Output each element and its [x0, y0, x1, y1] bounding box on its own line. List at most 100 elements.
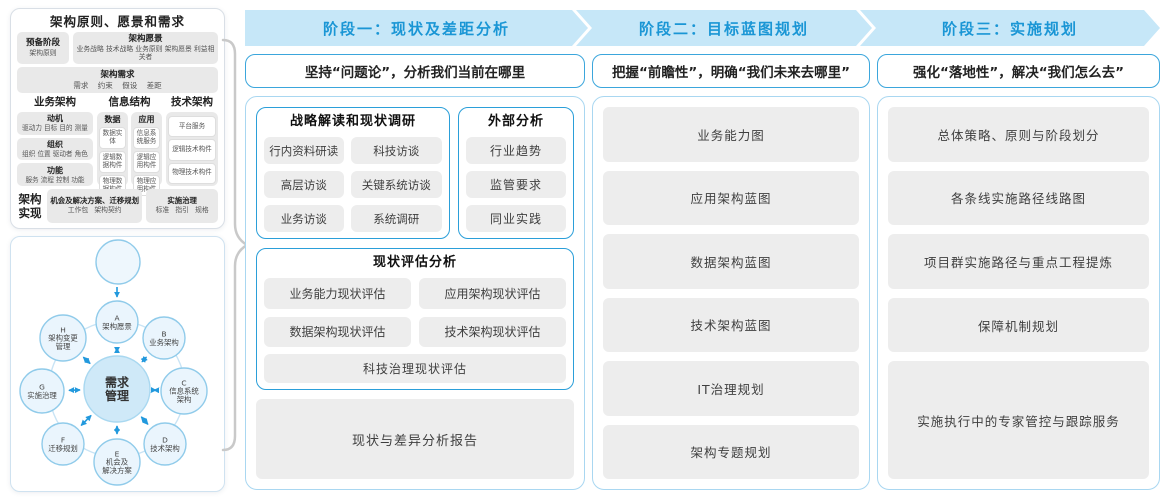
phase3-subtitle: 强化“落地性”，解决“我们怎么去”	[913, 65, 1124, 81]
implementation-deliverable-chip: 项目群实施路径与重点工程提炼	[888, 234, 1149, 289]
organization-box: 组织 组织 位置 驱动者 角色	[17, 137, 93, 161]
data-artifact-chip: 逻辑数据构件	[99, 150, 126, 173]
technology-artifact-chip: 物理技术构件	[168, 162, 216, 184]
research-method-chip: 关键系统访谈	[350, 171, 442, 198]
phase2-banner-title: 阶段二：目标蓝图规划	[638, 19, 809, 38]
research-method-chip: 科技访谈	[350, 137, 442, 164]
data-group-title: 数据	[104, 115, 121, 124]
prep-vision-row: 预备阶段 架构原则 架构愿景 业务战略 技术战略 业务原则 架构愿景 利益相关者	[17, 32, 218, 64]
technology-group: 平台服务逻辑技术构件物理技术构件	[166, 112, 218, 186]
information-subcolumns: 数据 数据实体逻辑数据构件物理数据构件 应用 信息系统服务逻辑应用构件物理应用构…	[97, 112, 162, 197]
motivation-sub: 驱动力 目标 目的 测量	[22, 124, 88, 133]
architecture-realization-row: 架构实现 机会及解决方案、迁移规划 工作包 架构契约 实施治理 标准 指引 规格	[17, 189, 218, 223]
evaluation-chip: 技术架构现状评估	[419, 316, 566, 347]
technology-artifact-chip: 逻辑技术构件	[168, 139, 216, 161]
information-structure-column: 信息结构 数据 数据实体逻辑数据构件物理数据构件 应用 信息系统服务逻辑应用构件…	[97, 96, 162, 197]
application-artifact-chip: 信息系统服务	[133, 127, 160, 149]
opportunity-title: 机会及解决方案、迁移规划	[50, 196, 140, 206]
architecture-framework-panel: 架构原则、愿景和需求 预备阶段 架构原则 架构愿景 业务战略 技术战略 业务原则…	[10, 8, 225, 229]
data-artifact-chip: 数据实体	[99, 127, 126, 149]
phase3-banner-title: 阶段三：实施规划	[941, 19, 1078, 38]
adm-node-center: 需求管理	[83, 355, 151, 423]
business-architecture-column: 业务架构 动机 驱动力 目标 目的 测量 组织 组织 位置 驱动者 角色 功能 …	[17, 96, 93, 187]
evaluation-title: 现状评估分析	[372, 255, 457, 270]
requirements-sub: 需求 约束 假设 差距	[73, 80, 162, 90]
application-artifact-chip: 逻辑应用构件	[133, 150, 160, 173]
evaluation-chip: 业务能力现状评估	[264, 278, 411, 309]
phase1-banner-title: 阶段一：现状及差距分析	[322, 19, 510, 38]
evaluation-chip: 应用架构现状评估	[419, 278, 566, 309]
requirements-title: 架构需求	[100, 70, 135, 80]
organization-sub: 组织 位置 驱动者 角色	[22, 149, 88, 158]
governance-sub: 标准 指引 规格	[155, 206, 209, 215]
blueprint-deliverable-chip: 数据架构蓝图	[603, 234, 859, 289]
data-group: 数据 数据实体逻辑数据构件物理数据构件	[97, 112, 128, 197]
implementation-deliverable-chip: 保障机制规划	[888, 297, 1149, 353]
organization-title: 组织	[47, 139, 63, 149]
application-group-items: 信息系统服务逻辑应用构件物理应用构件	[133, 125, 160, 197]
application-group-title: 应用	[138, 115, 155, 124]
research-method-chip: 高层访谈	[264, 171, 344, 198]
research-method-chip: 业务访谈	[264, 205, 344, 232]
phase1-subtitle-box: 坚持“问题论”，分析我们当前在哪里	[245, 54, 585, 88]
adm-cycle-panel: 预备阶段A架构愿景B业务架构C信息系统架构D技术架构E机会及解决方案F迁移规划G…	[10, 236, 225, 492]
prep-stage-sub: 架构原则	[29, 49, 57, 58]
implementation-deliverable-chip: 总体策略、原则与阶段划分	[888, 107, 1149, 162]
adm-cycle-diagram: 预备阶段A架构愿景B业务架构C信息系统架构D技术架构E机会及解决方案F迁移规划G…	[19, 239, 208, 486]
blueprint-deliverable-chip: 业务能力图	[603, 107, 859, 162]
function-sub: 服务 流程 控制 功能	[25, 175, 85, 184]
vision-sub: 业务战略 技术战略 业务原则 架构愿景 利益相关者	[76, 44, 215, 62]
svg-text:需求管理: 需求管理	[105, 375, 130, 404]
external-analysis-title: 外部分析	[487, 114, 544, 129]
evaluation-chip: 数据架构现状评估	[264, 316, 411, 347]
phase3-content-panel: 总体策略、原则与阶段划分各条线实施路径线路图项目群实施路径与重点工程提炼保障机制…	[877, 96, 1160, 490]
blueprint-deliverable-chip: IT治理规划	[603, 361, 859, 416]
motivation-box: 动机 驱动力 目标 目的 测量	[17, 112, 93, 135]
architecture-vision-box: 架构愿景 业务战略 技术战略 业务原则 架构愿景 利益相关者	[73, 32, 218, 64]
business-architecture-title: 业务架构	[34, 96, 76, 108]
phase1-content-panel: 战略解读和现状调研 行内资料研读科技访谈高层访谈关键系统访谈业务访谈系统调研 外…	[245, 96, 585, 490]
technology-architecture-title: 技术架构	[171, 96, 213, 108]
current-state-evaluation-box: 现状评估分析 业务能力现状评估应用架构现状评估数据架构现状评估技术架构现状评估 …	[256, 248, 574, 390]
phase2-subtitle-box: 把握“前瞻性”，明确“我们未来去哪里”	[592, 54, 870, 88]
technology-artifact-chip: 平台服务	[168, 116, 216, 138]
phase2-subtitle: 把握“前瞻性”，明确“我们未来去哪里”	[612, 65, 850, 81]
motivation-title: 动机	[47, 114, 63, 124]
realization-label: 架构实现	[18, 191, 42, 220]
gap-analysis-report-chip: 现状与差异分析报告	[256, 399, 574, 479]
architecture-columns: 业务架构 动机 驱动力 目标 目的 测量 组织 组织 位置 驱动者 角色 功能 …	[17, 96, 218, 197]
function-title: 功能	[47, 165, 63, 175]
external-analysis-chip: 同业实践	[466, 205, 566, 232]
external-analysis-box: 外部分析 行业趋势监管要求同业实践	[458, 107, 574, 239]
phase3-banner: 阶段三：实施规划	[860, 10, 1160, 46]
blueprint-deliverable-chip: 应用架构蓝图	[603, 170, 859, 225]
phase1-banner: 阶段一：现状及差距分析	[245, 10, 588, 46]
strategic-research-box: 战略解读和现状调研 行内资料研读科技访谈高层访谈关键系统访谈业务访谈系统调研	[256, 107, 450, 239]
phase1-subtitle: 坚持“问题论”，分析我们当前在哪里	[304, 65, 526, 81]
blueprint-deliverable-chip: 技术架构蓝图	[603, 297, 859, 352]
information-structure-title: 信息结构	[108, 96, 151, 108]
architecture-requirements-box: 架构需求 需求 约束 假设 差距	[17, 67, 218, 93]
data-group-items: 数据实体逻辑数据构件物理数据构件	[99, 125, 126, 197]
phase3-subtitle-box: 强化“落地性”，解决“我们怎么去”	[877, 54, 1160, 88]
implementation-deliverable-chip: 各条线实施路径线路图	[888, 170, 1149, 226]
research-method-chip: 行内资料研读	[264, 137, 344, 164]
evaluation-grid: 业务能力现状评估应用架构现状评估数据架构现状评估技术架构现状评估	[264, 278, 566, 347]
opportunity-migration-box: 机会及解决方案、迁移规划 工作包 架构契约	[47, 189, 143, 223]
strategic-research-grid: 行内资料研读科技访谈高层访谈关键系统访谈业务访谈系统调研	[264, 137, 442, 232]
phase2-banner: 阶段二：目标蓝图规划	[576, 10, 872, 46]
